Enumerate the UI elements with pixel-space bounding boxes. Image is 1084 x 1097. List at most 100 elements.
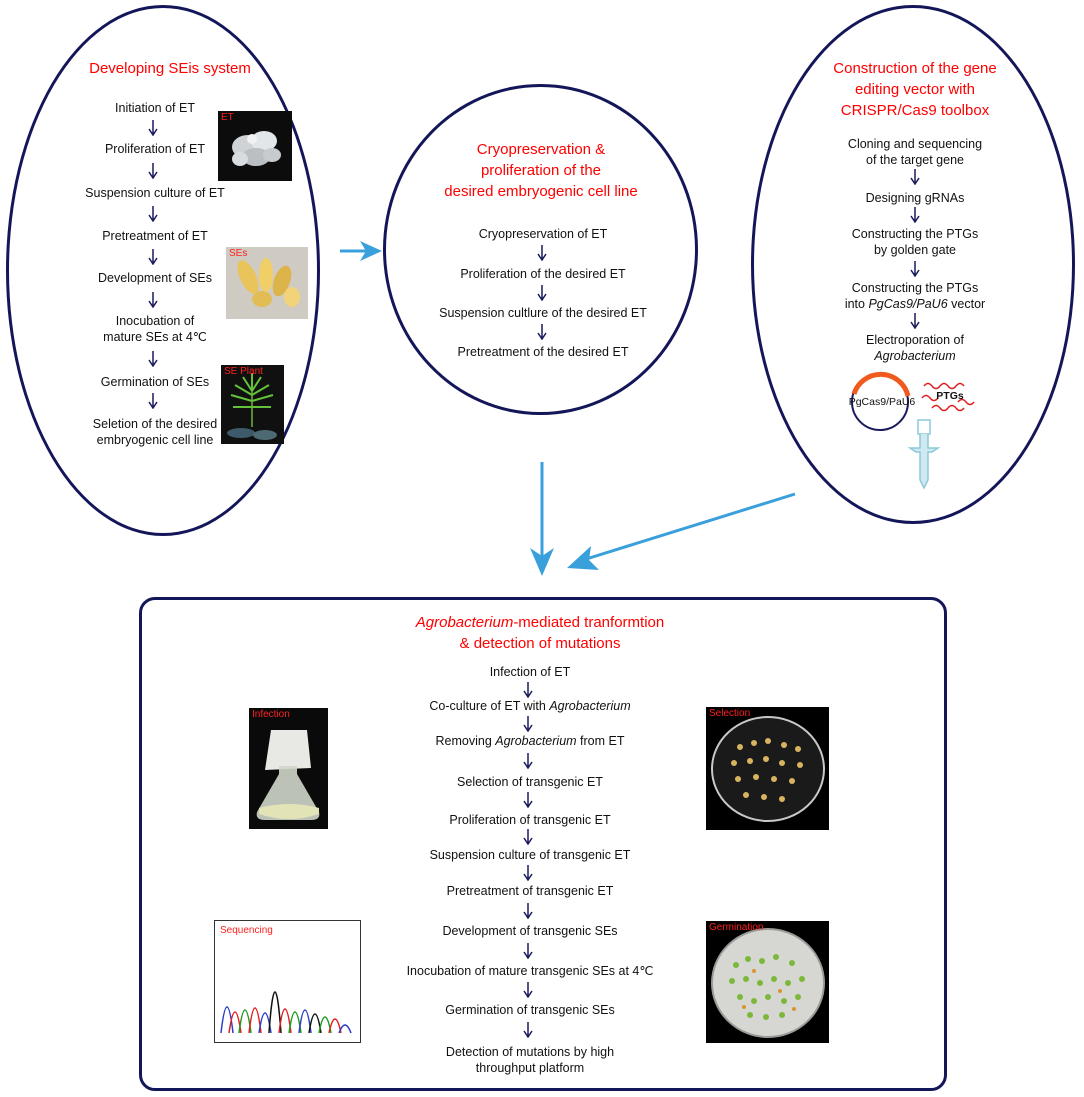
step-arrow (523, 792, 533, 808)
step-cloning-sequencing: Cloning and sequencing of the target gen… (820, 136, 1010, 168)
step-incubation-transgenic-ses: Inocubation of mature transgenic SEs at … (406, 964, 654, 978)
arrow-left-to-middle (340, 241, 382, 261)
step-proliferation-transgenic-et: Proliferation of transgenic ET (449, 813, 611, 827)
step-arrow (910, 261, 920, 277)
flask-image (249, 708, 328, 829)
arrow-middle-to-bottom (530, 462, 554, 576)
step-arrow (523, 829, 533, 845)
step-detection-line2: throughput platform (475, 1061, 585, 1075)
ses-image (226, 247, 308, 319)
selection-photo: Selection (706, 707, 829, 830)
step-initiation-et: Initiation of ET (115, 101, 195, 115)
chromatogram-image (220, 991, 352, 1034)
panel-title-transformation-italic: Agrobacterium (415, 614, 514, 631)
step-removing-suffix: from ET (576, 734, 625, 748)
step-arrow (910, 169, 920, 185)
step-removing-agrobacterium: Removing Agrobacterium from ET (370, 733, 690, 749)
step-arrow (148, 163, 158, 179)
panel-title-transformation-line2: & detection of mutations (459, 635, 621, 652)
step-arrow (523, 865, 533, 881)
step-cloning-line2: of the target gene (866, 153, 964, 167)
panel-cryopreservation (383, 84, 698, 415)
step-suspension-transgenic-et: Suspension culture of transgenic ET (429, 848, 631, 862)
step-removing-prefix: Removing (435, 734, 496, 748)
step-cryopreservation-et: Cryopreservation of ET (478, 227, 608, 241)
et-tissue-image (232, 131, 281, 166)
step-vector-line2-prefix: into (844, 297, 869, 311)
sequencing-chromatogram: Sequencing (214, 920, 361, 1043)
step-arrow (537, 324, 547, 340)
step-arrow (523, 943, 533, 959)
arrow-right-to-bottom (567, 492, 796, 570)
photo-label-infection: Infection (252, 709, 290, 720)
step-arrow (148, 393, 158, 409)
step-golden-gate-line1: Constructing the PTGs (851, 227, 979, 241)
step-electroporation-line2: Agrobacterium (820, 348, 1010, 364)
step-electroporation-italic: Agrobacterium (874, 349, 956, 363)
step-detection-line1: Detection of mutations by high (445, 1045, 615, 1059)
step-arrow (148, 351, 158, 367)
step-selection-cell-line-line2: embryogenic cell line (96, 433, 214, 447)
panel-title-crispr-line2: editing vector with (854, 81, 976, 98)
step-detection-mutations: Detection of mutations by high throughpu… (370, 1044, 690, 1076)
step-selection-cell-line: Seletion of the desired embryogenic cell… (75, 416, 235, 448)
step-incubation-ses-line1: Inocubation of (115, 314, 195, 328)
panel-crispr-vector (751, 5, 1075, 524)
step-arrow (537, 285, 547, 301)
step-constructing-ptgs-golden-gate: Constructing the PTGs by golden gate (820, 226, 1010, 258)
panel-title-cryopreservation-line1: Cryopreservation & (476, 141, 606, 158)
step-arrow (148, 206, 158, 222)
plasmid-icon (851, 371, 911, 431)
panel-transformation (139, 597, 947, 1091)
tube-icon (907, 419, 941, 490)
step-designing-grnas: Designing gRNAs (865, 191, 965, 205)
ptgs-squiggle-icon (921, 382, 975, 412)
photo-label-se-plant: SE Plant (224, 366, 263, 377)
photo-label-et: ET (221, 112, 234, 123)
step-arrow (148, 249, 158, 265)
panel-title-crispr-line3: CRISPR/Cas9 toolbox (840, 102, 990, 119)
panel-title-transformation: Agrobacterium-mediated tranformtion & de… (330, 612, 750, 654)
step-constructing-ptgs-vector: Constructing the PTGs into PgCas9/PaU6 v… (820, 280, 1010, 312)
step-vector-line1: Constructing the PTGs (851, 281, 979, 295)
step-arrow (910, 207, 920, 223)
photo-label-germination: Germination (709, 922, 764, 933)
step-suspension-et: Suspension culture of ET (85, 186, 225, 200)
step-pretreatment-et: Pretreatment of ET (102, 229, 208, 243)
step-selection-cell-line-line1: Seletion of the desired (92, 417, 218, 431)
panel-title-crispr-vector: Construction of the gene editing vector … (790, 58, 1040, 121)
step-vector-line2-italic: PgCas9/PaU6 (868, 297, 948, 311)
step-selection-transgenic-et: Selection of transgenic ET (457, 775, 603, 789)
step-electroporation: Electroporation of Agrobacterium (820, 332, 1010, 364)
germination-plate-image (706, 921, 829, 1043)
panel-title-transformation-line1: Agrobacterium-mediated tranformtion (330, 612, 750, 633)
step-suspension-desired-et: Suspension cultlure of the desired ET (439, 306, 647, 320)
panel-developing-seis (6, 5, 320, 536)
step-removing-italic: Agrobacterium (495, 734, 577, 748)
step-germination-ses: Germination of SEs (100, 375, 210, 389)
plasmid-label: PgCas9/PaU6 (848, 396, 916, 408)
step-pretreatment-desired-et: Pretreatment of the desired ET (457, 345, 629, 359)
panel-title-developing-seis: Developing SEis system (89, 60, 251, 77)
step-development-ses: Development of SEs (98, 271, 212, 285)
step-pretreatment-transgenic-et: Pretreatment of transgenic ET (446, 884, 614, 898)
se-plant-photo: SE Plant (221, 365, 284, 444)
step-infection-et: Infection of ET (489, 665, 571, 679)
step-coculture: Co-culture of ET with Agrobacterium (370, 698, 690, 714)
step-arrow (537, 245, 547, 261)
photo-label-sequencing: Sequencing (220, 925, 273, 936)
selection-plate-image (706, 707, 829, 830)
step-electroporation-line1: Electroporation of (866, 333, 964, 347)
step-arrow (523, 982, 533, 998)
photo-label-ses: SEs (229, 248, 248, 259)
ptgs-label: PTGs (936, 390, 964, 402)
step-arrow (523, 903, 533, 919)
step-coculture-italic: Agrobacterium (549, 699, 631, 713)
step-vector-line2: into PgCas9/PaU6 vector (820, 296, 1010, 312)
panel-title-cryopreservation: Cryopreservation & proliferation of the … (400, 139, 682, 202)
step-arrow (910, 313, 920, 329)
step-arrow (523, 753, 533, 769)
step-arrow (523, 716, 533, 732)
step-golden-gate-line2: by golden gate (873, 243, 956, 257)
et-photo: ET (218, 111, 292, 181)
